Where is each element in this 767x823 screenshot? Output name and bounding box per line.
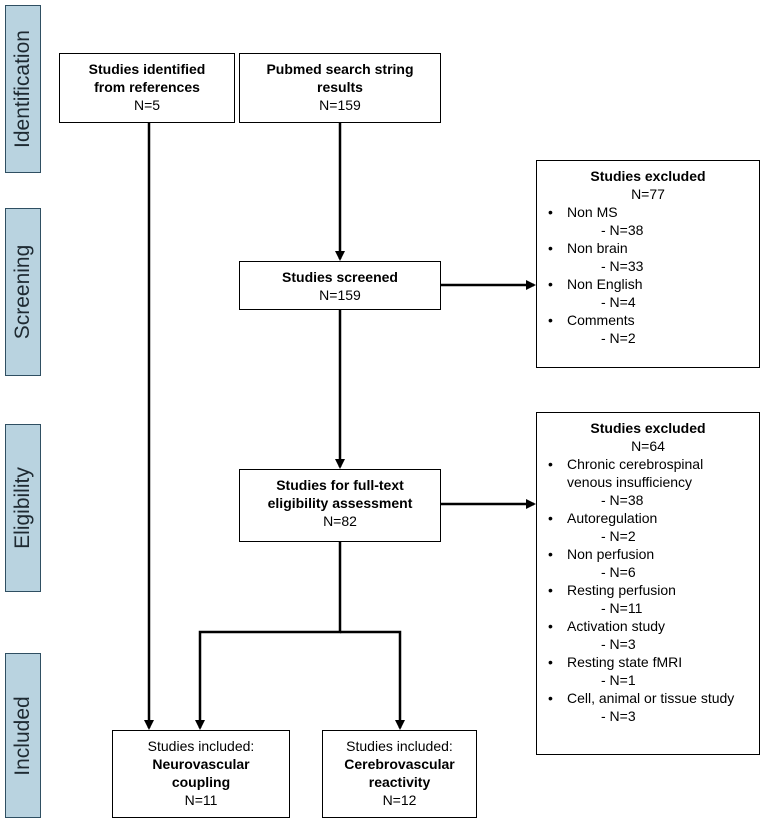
- excluded-screening-count: N=77: [631, 186, 665, 202]
- box-excluded-eligibility: Studies excluded N=64 •Chronic cerebrosp…: [536, 412, 760, 755]
- fulltext-title-line1: Studies for full-text: [276, 477, 404, 493]
- box-studies-screened: Studies screened N=159: [239, 261, 441, 310]
- neurovascular-title-line2: coupling: [171, 774, 231, 790]
- list-item: •Non perfusion- N=6: [548, 546, 655, 580]
- list-item: •Non brain- N=33: [548, 240, 644, 274]
- cerebrovascular-label: Studies included:: [346, 738, 453, 754]
- excluded-screening-title: Studies excluded: [590, 168, 706, 184]
- phase-screening: Screening: [5, 208, 41, 376]
- cerebrovascular-title-line2: reactivity: [368, 774, 431, 790]
- fulltext-title-line2: eligibility assessment: [267, 495, 413, 511]
- fulltext-count: N=82: [323, 513, 357, 529]
- excluded-eligibility-title: Studies excluded: [590, 420, 706, 436]
- excluded-screening-list: •Non MS- N=38 •Non brain- N=33 •Non Engl…: [545, 203, 751, 347]
- phase-identification: Identification: [5, 5, 41, 173]
- phase-included: Included: [5, 653, 41, 818]
- list-item: •Autoregulation- N=2: [548, 510, 658, 544]
- cerebrovascular-title-line1: Cerebrovascular: [344, 756, 455, 772]
- list-item: •Resting state fMRI- N=1: [548, 654, 683, 688]
- list-item: •Non MS- N=38: [548, 204, 644, 238]
- box-studies-from-references: Studies identified from references N=5: [59, 53, 235, 123]
- list-item: •Activation study- N=3: [548, 618, 666, 652]
- neurovascular-label: Studies included:: [147, 738, 255, 754]
- box-pubmed-results: Pubmed search string results N=159: [239, 53, 441, 123]
- references-count: N=5: [133, 97, 161, 113]
- box-included-neurovascular: Studies included: Neurovascular coupling…: [112, 730, 290, 818]
- box-excluded-screening: Studies excluded N=77 •Non MS- N=38 •Non…: [536, 160, 760, 368]
- references-title-line2: from references: [94, 79, 200, 95]
- box-fulltext-assessment: Studies for full-text eligibility assess…: [239, 469, 441, 542]
- list-item: •Cell, animal or tissue study- N=3: [548, 690, 735, 724]
- cerebrovascular-count: N=12: [382, 792, 417, 808]
- box-included-cerebrovascular: Studies included: Cerebrovascular reacti…: [322, 730, 477, 818]
- connector-fulltext-split: [195, 542, 342, 730]
- pubmed-count: N=159: [319, 97, 361, 113]
- screened-title: Studies screened: [282, 269, 398, 285]
- references-title-line1: Studies identified: [88, 61, 206, 77]
- pubmed-title-line2: results: [317, 79, 363, 95]
- excluded-eligibility-count: N=64: [631, 438, 665, 454]
- list-item: •Non English- N=4: [548, 276, 643, 310]
- neurovascular-count: N=11: [184, 792, 218, 808]
- phase-eligibility: Eligibility: [5, 424, 41, 592]
- connector-split-to-cerebrovascular: [340, 630, 405, 730]
- list-item: •Resting perfusion- N=11: [548, 582, 676, 616]
- pubmed-title-line1: Pubmed search string: [266, 61, 414, 77]
- list-item: •Comments- N=2: [548, 312, 636, 346]
- neurovascular-title-line1: Neurovascular: [152, 756, 250, 772]
- screened-count: N=159: [319, 287, 361, 303]
